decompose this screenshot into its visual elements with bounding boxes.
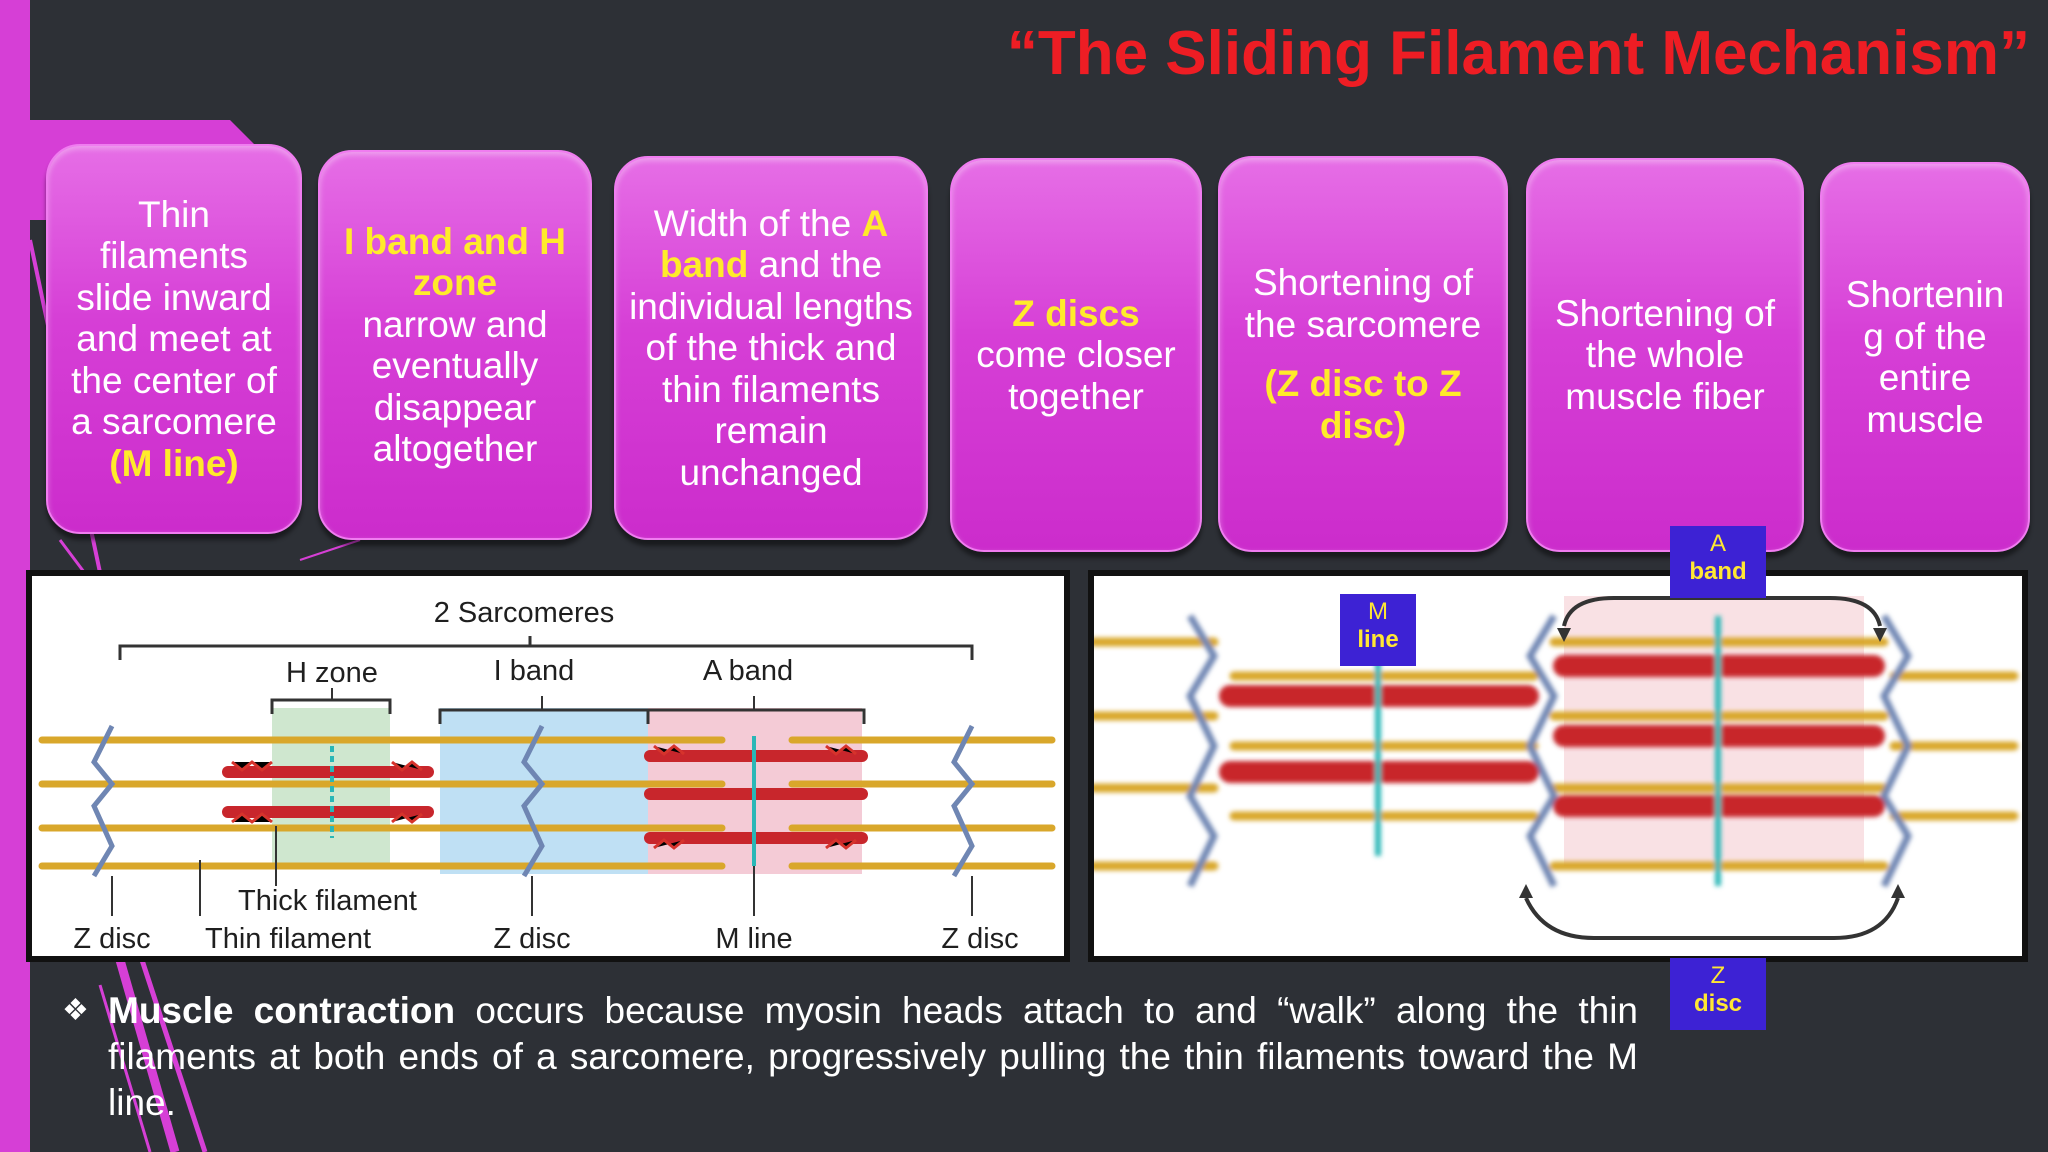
bullet-body: occurs because myosin heads attach to an… <box>108 990 1638 1123</box>
tag-a-band: A band <box>1670 526 1766 598</box>
step-1-pre: Thin filaments slide inward and meet at … <box>71 193 277 443</box>
tag-m-line-l1: M <box>1368 598 1388 625</box>
step-box-4: Z discs come closer together <box>950 158 1202 552</box>
label-a-band: A band <box>703 655 793 687</box>
label-2-sarcomeres: 2 Sarcomeres <box>434 597 615 629</box>
step-4-highlight: Z discs <box>1012 292 1140 334</box>
step-box-5: Shortening of the sarcomere (Z disc to Z… <box>1218 156 1508 552</box>
step-3-highlight: A band <box>659 202 889 286</box>
tag-a-band-l1: A <box>1709 530 1726 557</box>
step-1-text: Thin filaments slide inward and meet at … <box>60 194 288 485</box>
tag-m-line: M line <box>1340 594 1416 666</box>
step-2-highlight: I band and H zone <box>344 220 566 304</box>
sarcomere-diagram-panel: 2 Sarcomeres H zone I band A band Thick … <box>26 570 1070 962</box>
label-thin-filament: Thin filament <box>205 923 371 955</box>
bullet-bold-term: Muscle contraction <box>108 990 456 1031</box>
contracted-sarcomere-diagram <box>1094 596 2019 940</box>
label-z-disc-right: Z disc <box>941 923 1018 955</box>
step-box-2: I band and H zone narrow and eventually … <box>318 150 592 540</box>
step-1-highlight: (M line) <box>109 442 239 484</box>
tag-z-disc-l1: Z <box>1710 962 1726 989</box>
contracted-sarcomere-panel <box>1088 570 2028 962</box>
tag-a-band-l2: band <box>1689 558 1747 585</box>
label-thick-filament: Thick filament <box>238 885 417 917</box>
sarcomere-diagram: 2 Sarcomeres H zone I band A band Thick … <box>38 597 1056 955</box>
step-5-text: Shortening of the sarcomere <box>1244 262 1482 345</box>
step-6-text: Shortening of the whole muscle fiber <box>1554 292 1776 417</box>
step-2-text: narrow and eventually disappear altogeth… <box>362 303 548 470</box>
step-7-text: Shortenin g of the entire muscle <box>1845 274 2005 440</box>
slide-title: “The Sliding Filament Mechanism” <box>1006 19 2030 88</box>
step-3-text: Width of the A band and the individual l… <box>628 203 914 494</box>
label-z-disc-left: Z disc <box>73 923 150 955</box>
step-3-pre: Width of the <box>653 202 852 244</box>
label-i-band: I band <box>494 655 575 687</box>
step-4-text: come closer together <box>976 334 1176 417</box>
step-box-1: Thin filaments slide inward and meet at … <box>46 144 302 534</box>
tag-z-disc: Z disc <box>1670 958 1766 1030</box>
label-m-line: M line <box>715 923 792 955</box>
step-box-6: Shortening of the whole muscle fiber <box>1526 158 1804 552</box>
label-h-zone: H zone <box>286 657 378 689</box>
label-z-disc-middle: Z disc <box>493 923 570 955</box>
tag-m-line-l2: line <box>1357 626 1399 653</box>
step-3-rest: and the individual lengths of the thick … <box>629 244 913 493</box>
tag-z-disc-l2: disc <box>1693 990 1743 1017</box>
step-box-7: Shortenin g of the entire muscle <box>1820 162 2030 552</box>
diamond-bullet-icon: ❖ <box>62 994 89 1027</box>
bullet-paragraph: ❖ Muscle contraction occurs because myos… <box>62 988 1638 1126</box>
step-box-3: Width of the A band and the individual l… <box>614 156 928 540</box>
bullet-text: Muscle contraction occurs because myosin… <box>108 988 1638 1126</box>
step-5-highlight: (Z disc to Z disc) <box>1264 363 1462 446</box>
